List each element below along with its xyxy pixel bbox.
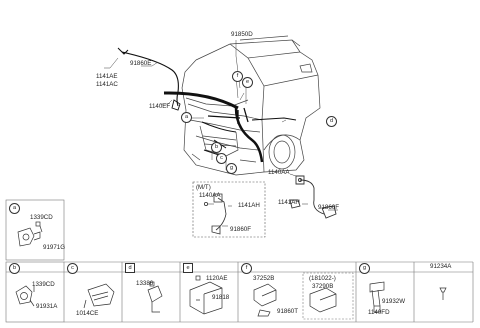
panel-d-label-13386: 13386	[136, 280, 154, 287]
panel-a-label-1339cd: 1339CD	[30, 214, 53, 221]
panel-part-sketches	[15, 221, 447, 317]
callout-g: g	[226, 163, 237, 174]
label-1140ef: 1140EF	[149, 103, 171, 110]
panel-h-label-91234a: 91234A	[430, 263, 452, 270]
panel-f-label-181022: (181022-)	[309, 275, 336, 282]
panel-f-key: f	[241, 263, 252, 274]
panel-g-label-1140fd: 1140FD	[368, 309, 390, 316]
mt-box	[192, 181, 266, 238]
callout-f: f	[232, 71, 243, 82]
panel-c-label-1014ce: 1014CE	[76, 310, 99, 317]
panel-b-label-1339cd: 1339CD	[32, 281, 55, 288]
panel-a-key: a	[9, 203, 20, 214]
detail-panels-grid	[5, 199, 474, 323]
panel-c-key: c	[67, 263, 78, 274]
panel-f-label-37252b: 37252B	[253, 275, 275, 282]
panel-e-key: e	[183, 263, 193, 273]
callout-c: c	[216, 153, 227, 164]
label-91850d: 91850D	[231, 31, 253, 38]
label-91860e: 91860E	[130, 60, 152, 67]
label-91860f: 91860F	[318, 204, 339, 211]
car-body-outline	[181, 35, 321, 176]
label-1140aa: 1140AA	[268, 169, 290, 176]
panel-g-key: g	[359, 263, 370, 274]
mt-title: (M/T)	[196, 184, 211, 191]
panel-e-label-1120ae: 1120AE	[206, 275, 228, 282]
panel-b-key: b	[9, 263, 20, 274]
label-1141ae: 1141AE	[96, 73, 118, 80]
mt-label-91860f: 91860F	[230, 226, 251, 233]
mt-cable	[203, 193, 232, 235]
label-1141ah: 1141AH	[278, 199, 300, 206]
callout-a: a	[181, 112, 192, 123]
mt-label-1141ah: 1141AH	[238, 202, 260, 209]
panel-b-label-91931a: 91931A	[36, 303, 58, 310]
panel-e-label-91818: 91818	[212, 294, 230, 301]
callout-d: d	[326, 116, 337, 127]
panel-f-label-91860t: 91860T	[277, 308, 298, 315]
panel-f-label-37290b: 37290B	[312, 283, 334, 290]
wiring-harness	[117, 47, 297, 163]
panel-g-label-91932w: 91932W	[382, 298, 406, 305]
battery-cable-91860f	[289, 173, 338, 219]
callout-b: b	[211, 142, 222, 153]
callout-e: e	[242, 77, 253, 88]
panel-d-key: d	[125, 263, 135, 273]
mt-label-1140aa: 1140AA	[199, 192, 221, 199]
panel-a-label-91971g: 91971G	[43, 244, 66, 251]
label-1141ac: 1141AC	[96, 81, 118, 88]
